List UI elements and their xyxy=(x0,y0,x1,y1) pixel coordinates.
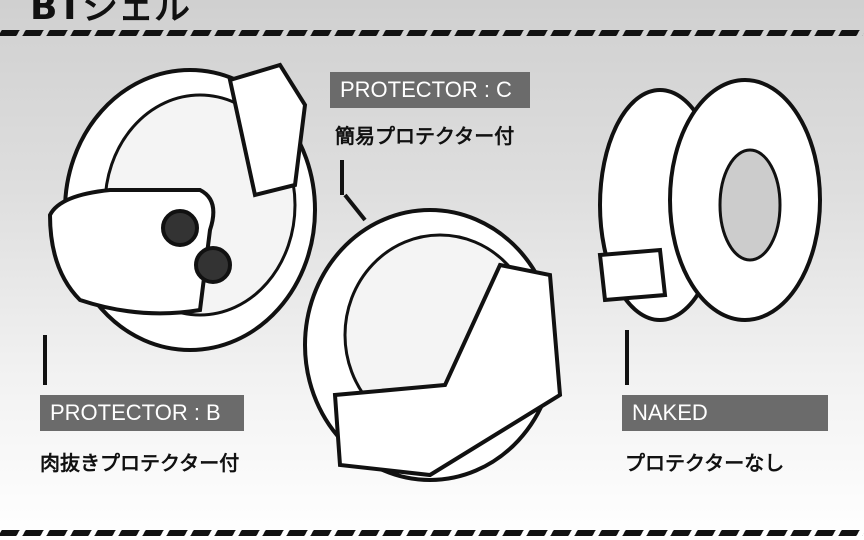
leader-line-b xyxy=(43,335,47,385)
page-title: BTシェル xyxy=(30,0,190,28)
leader-line-c xyxy=(340,160,344,195)
tag-protector-b: PROTECTOR : B xyxy=(40,395,244,431)
device-naked xyxy=(597,78,822,322)
leader-line-naked xyxy=(625,330,629,385)
tag-naked: NAKED xyxy=(622,395,828,431)
subtitle-protector-b: 肉抜きプロテクター付 xyxy=(40,451,240,475)
device-protector-c xyxy=(303,193,563,482)
tag-protector-c: PROTECTOR : C xyxy=(330,72,530,108)
subtitle-protector-c: 簡易プロテクター付 xyxy=(335,124,515,148)
device-protector-b xyxy=(47,62,317,352)
subtitle-naked: プロテクターなし xyxy=(625,451,785,475)
